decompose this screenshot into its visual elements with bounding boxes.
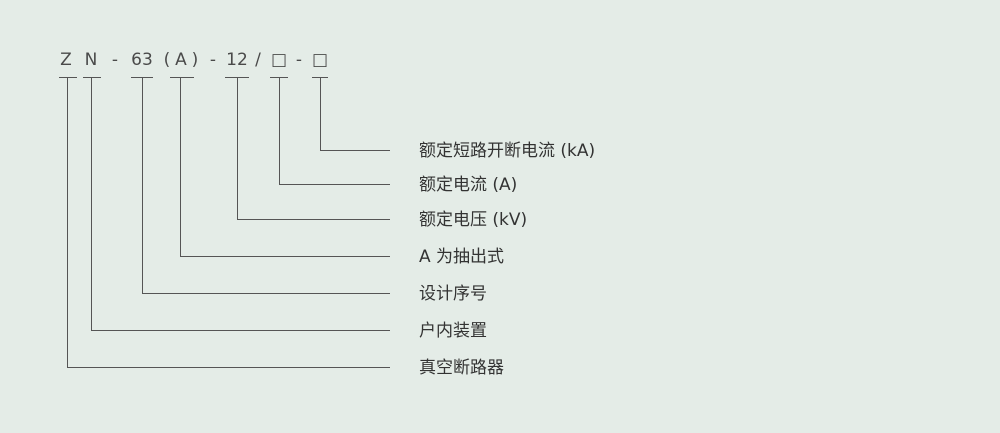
leader-line-rated-voltage [225,77,390,220]
code-letter-n: N [85,50,98,70]
label-withdrawable-type: A 为抽出式 [419,247,504,267]
label-rated-voltage: 额定电压 (kV) [419,210,527,230]
code-open-paren: ( [164,50,171,70]
label-vacuum-circuit-breaker: 真空断路器 [419,358,504,378]
code-close-paren: ) [192,50,199,70]
code-dash: - [210,50,216,70]
label-design-number: 设计序号 [419,284,487,304]
leader-line-vacuum-breaker [59,77,390,368]
labels: 额定短路开断电流 (kA) 额定电流 (A) 额定电压 (kV) A 为抽出式 … [419,141,595,378]
code-breaking-current-box: □ [312,50,328,70]
leader-line-design-number [131,77,390,294]
code-dash: - [112,50,118,70]
code-dash: - [296,50,302,70]
code-slash: / [255,50,261,70]
label-rated-current: 额定电流 (A) [419,175,517,195]
code-voltage: 12 [226,50,248,70]
leader-line-rated-current [270,77,390,185]
leader-line-breaking-current [312,77,390,151]
model-code: Z N - 63 ( A ) - 12 / □ - □ [60,50,328,70]
leader-line-withdrawable [170,77,390,257]
label-rated-short-circuit-breaking-current: 额定短路开断电流 (kA) [419,141,595,161]
code-design-number: 63 [131,50,153,70]
leader-line-indoor [83,77,390,331]
code-letter-a: A [175,50,187,70]
label-indoor-device: 户内装置 [419,321,487,341]
leader-lines [59,77,390,368]
code-current-box: □ [271,50,287,70]
code-letter-z: Z [60,50,72,70]
